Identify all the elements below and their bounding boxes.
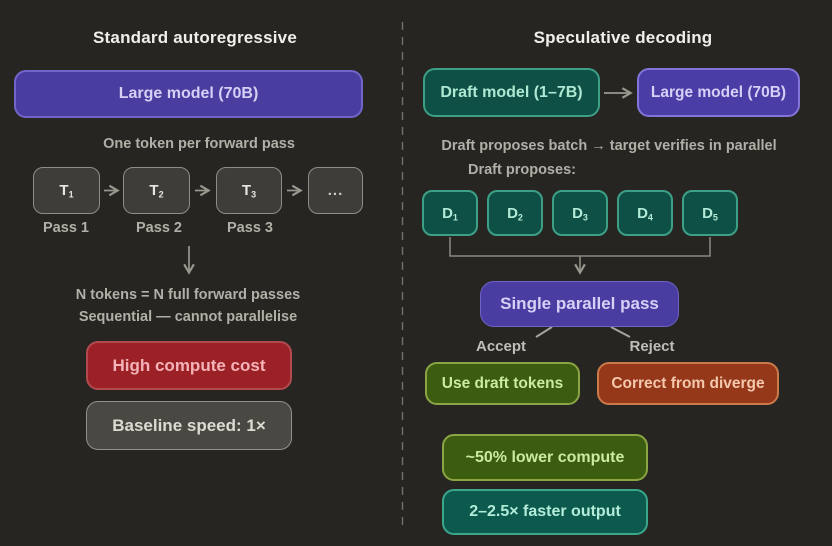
token-box-ellipsis: ... — [308, 167, 363, 214]
accept-branch-line — [535, 326, 553, 338]
draft-token-box-2: D2 — [487, 190, 543, 236]
high-compute-cost-label: High compute cost — [112, 355, 266, 375]
left-caption: One token per forward pass — [103, 136, 295, 152]
use-draft-tokens-label: Use draft tokens — [441, 374, 564, 392]
converge-connector — [449, 237, 711, 257]
faster-output-box: 2–2.5× faster output — [442, 489, 648, 535]
token-label-1: T1 — [59, 182, 74, 200]
lower-compute-label: ~50% lower compute — [465, 448, 625, 466]
reject-label: Reject — [629, 338, 675, 355]
draft-token-box-1: D1 — [422, 190, 478, 236]
left-column-title: Standard autoregressive — [93, 28, 297, 47]
left-note-line1: N tokens = N full forward passes — [75, 287, 301, 303]
left-note-line2: Sequential — cannot parallelise — [78, 309, 298, 325]
draft-model-label: Draft model (1–7B) — [440, 83, 583, 101]
large-model-box-left: Large model (70B) — [14, 70, 363, 118]
right-column-title: Speculative decoding — [533, 28, 713, 47]
use-draft-tokens-box: Use draft tokens — [425, 362, 580, 405]
lower-compute-box: ~50% lower compute — [442, 434, 648, 481]
draft-token-label-3: D3 — [572, 204, 588, 223]
faster-output-label: 2–2.5× faster output — [469, 503, 621, 520]
token-label-2: T2 — [149, 182, 164, 200]
large-model-label: Large model (70B) — [118, 85, 259, 102]
correct-from-diverge-label: Correct from diverge — [611, 374, 765, 392]
token-box-2: T2 — [123, 167, 190, 214]
draft-model-box: Draft model (1–7B) — [423, 68, 600, 117]
draft-token-label-2: D2 — [507, 204, 523, 223]
right-caption: Draft proposes batch → target verifies i… — [441, 138, 777, 154]
draft-token-label-5: D5 — [702, 204, 718, 223]
large-model-box-right: Large model (70B) — [637, 68, 800, 117]
single-parallel-pass-label: Single parallel pass — [500, 294, 659, 313]
accept-label: Accept — [475, 338, 527, 355]
token-box-1: T1 — [33, 167, 100, 214]
target-model-label: Large model (70B) — [650, 83, 787, 101]
draft-token-box-3: D3 — [552, 190, 608, 236]
pass-label-1: Pass 1 — [43, 220, 89, 236]
high-compute-cost-box: High compute cost — [86, 341, 292, 390]
reject-branch-line — [610, 326, 631, 338]
draft-token-box-5: D5 — [682, 190, 738, 236]
baseline-speed-box: Baseline speed: 1× — [86, 401, 292, 450]
token-box-3: T3 — [216, 167, 282, 214]
pass-label-2: Pass 2 — [136, 220, 182, 236]
draft-token-label-4: D4 — [637, 204, 653, 223]
ellipsis-label: ... — [327, 182, 344, 199]
draft-token-box-4: D4 — [617, 190, 673, 236]
draft-token-label-1: D1 — [442, 204, 458, 223]
correct-from-diverge-box: Correct from diverge — [597, 362, 779, 405]
single-parallel-pass-box: Single parallel pass — [480, 281, 679, 327]
token-label-3: T3 — [241, 182, 257, 200]
pass-label-3: Pass 3 — [227, 220, 273, 236]
baseline-speed-label: Baseline speed: 1× — [112, 415, 266, 435]
draft-proposes-label: Draft proposes: — [468, 162, 576, 178]
